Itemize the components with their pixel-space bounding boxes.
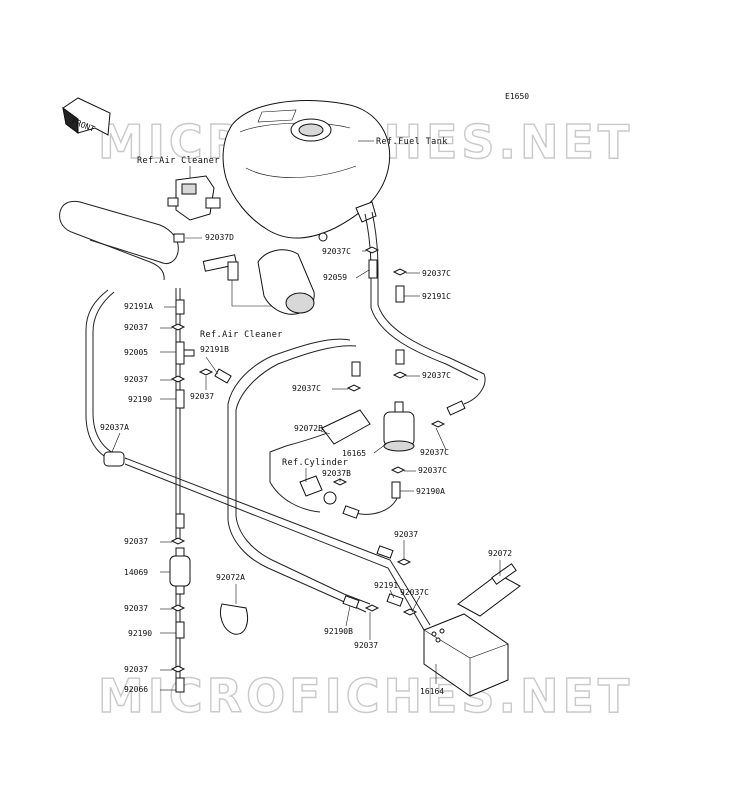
label-16164: 16164 (420, 687, 444, 696)
clamp-92037c-a (364, 246, 380, 254)
label-92037-e: 92037 (394, 530, 418, 539)
clamp-92037-b (170, 375, 186, 383)
label-92066: 92066 (124, 685, 148, 694)
bracket-92072 (457, 563, 521, 617)
fitting-92066 (175, 677, 185, 693)
label-92191b: 92191B (200, 345, 229, 354)
clamp-92037a (103, 451, 125, 467)
ref-air-cleaner-mid: Ref.Air Cleaner (200, 330, 283, 340)
clamp-92037-a (170, 323, 186, 331)
hose-92190a (391, 481, 401, 499)
label-92072: 92072 (488, 549, 512, 558)
label-92037-f: 92037 (124, 604, 148, 613)
label-92037b: 92037B (322, 469, 351, 478)
joint-92005 (175, 341, 195, 365)
label-14069: 14069 (124, 568, 148, 577)
label-92191a: 92191A (124, 302, 153, 311)
clamp-92037-g (364, 604, 380, 612)
label-92037-d: 92037 (124, 537, 148, 546)
bracket-92072b (321, 409, 371, 445)
clamp-92037-c (198, 368, 214, 376)
clamp-92037c-e (430, 420, 446, 428)
hose-top-small (351, 361, 361, 377)
label-92037c-b: 92037C (422, 269, 451, 278)
label-92190-b: 92190 (128, 629, 152, 638)
ref-air-cleaner-top: Ref.Air Cleaner (137, 156, 220, 166)
canister-16164 (423, 613, 509, 697)
label-92191c: 92191C (422, 292, 451, 301)
label-92037c-g: 92037C (400, 588, 429, 597)
label-92037c-a: 92037C (322, 247, 351, 256)
label-92037-a: 92037 (124, 323, 148, 332)
label-92072a: 92072A (216, 573, 245, 582)
label-92059: 92059 (323, 273, 347, 282)
label-92037-c: 92037 (190, 392, 214, 401)
hose-upper-right (395, 349, 405, 365)
hose-92191a (175, 299, 185, 315)
hose-92191c (395, 285, 405, 303)
band-92072a (220, 603, 248, 635)
label-92037-g: 92037 (354, 641, 378, 650)
watermark-bottom: MICROFICHES.NET (98, 669, 633, 723)
clamp-92037c-d (392, 371, 408, 379)
fitting-cylinder (299, 475, 337, 505)
clamp-92037c-f (390, 466, 406, 474)
label-92191: 92191 (374, 581, 398, 590)
label-92037-b: 92037 (124, 375, 148, 384)
hose-mid-small (342, 505, 360, 519)
label-92037c-e: 92037C (420, 448, 449, 457)
label-92037a: 92037A (100, 423, 129, 432)
valve-16165 (383, 401, 415, 452)
clamp-92037c-c (346, 384, 362, 392)
hose-92059 (368, 259, 378, 279)
clamp-92037c-b (392, 268, 408, 276)
label-92037c-f: 92037C (418, 466, 447, 475)
hose-end-small (175, 513, 185, 529)
hose-92037-e (376, 545, 394, 559)
clamp-92037-f-ring (396, 558, 412, 566)
hose-92190-b (175, 621, 185, 639)
clamp-92037-d (170, 537, 186, 545)
label-92190-a: 92190 (128, 395, 152, 404)
clamp-92037d (173, 233, 185, 243)
fuel-tank (222, 100, 391, 242)
label-92190a: 92190A (416, 487, 445, 496)
label-16165: 16165 (342, 449, 366, 458)
clamp-92037-h (170, 665, 186, 673)
hose-92190-a (175, 389, 185, 409)
filter-14069 (169, 547, 191, 595)
label-92037c-c: 92037C (292, 384, 321, 393)
front-arrow-icon: FRONT (62, 97, 111, 136)
air-cleaner-element (257, 249, 315, 315)
diagram-code: E1650 (505, 92, 529, 101)
air-cleaner-fitting (167, 166, 221, 221)
hose-92191 (386, 593, 404, 607)
label-92037c-d: 92037C (422, 371, 451, 380)
label-92005: 92005 (124, 348, 148, 357)
label-92037d: 92037D (205, 233, 234, 242)
label-92037-h: 92037 (124, 665, 148, 674)
ref-fuel-tank: Ref.Fuel Tank (376, 137, 448, 147)
hose-92191b (214, 368, 232, 384)
label-92072b: 92072B (294, 424, 323, 433)
ref-cylinder: Ref.Cylinder (282, 458, 348, 468)
hose-right-angled (446, 400, 466, 416)
hose-92190b (342, 595, 360, 609)
label-92190b: 92190B (324, 627, 353, 636)
clamp-92037-e (170, 604, 186, 612)
